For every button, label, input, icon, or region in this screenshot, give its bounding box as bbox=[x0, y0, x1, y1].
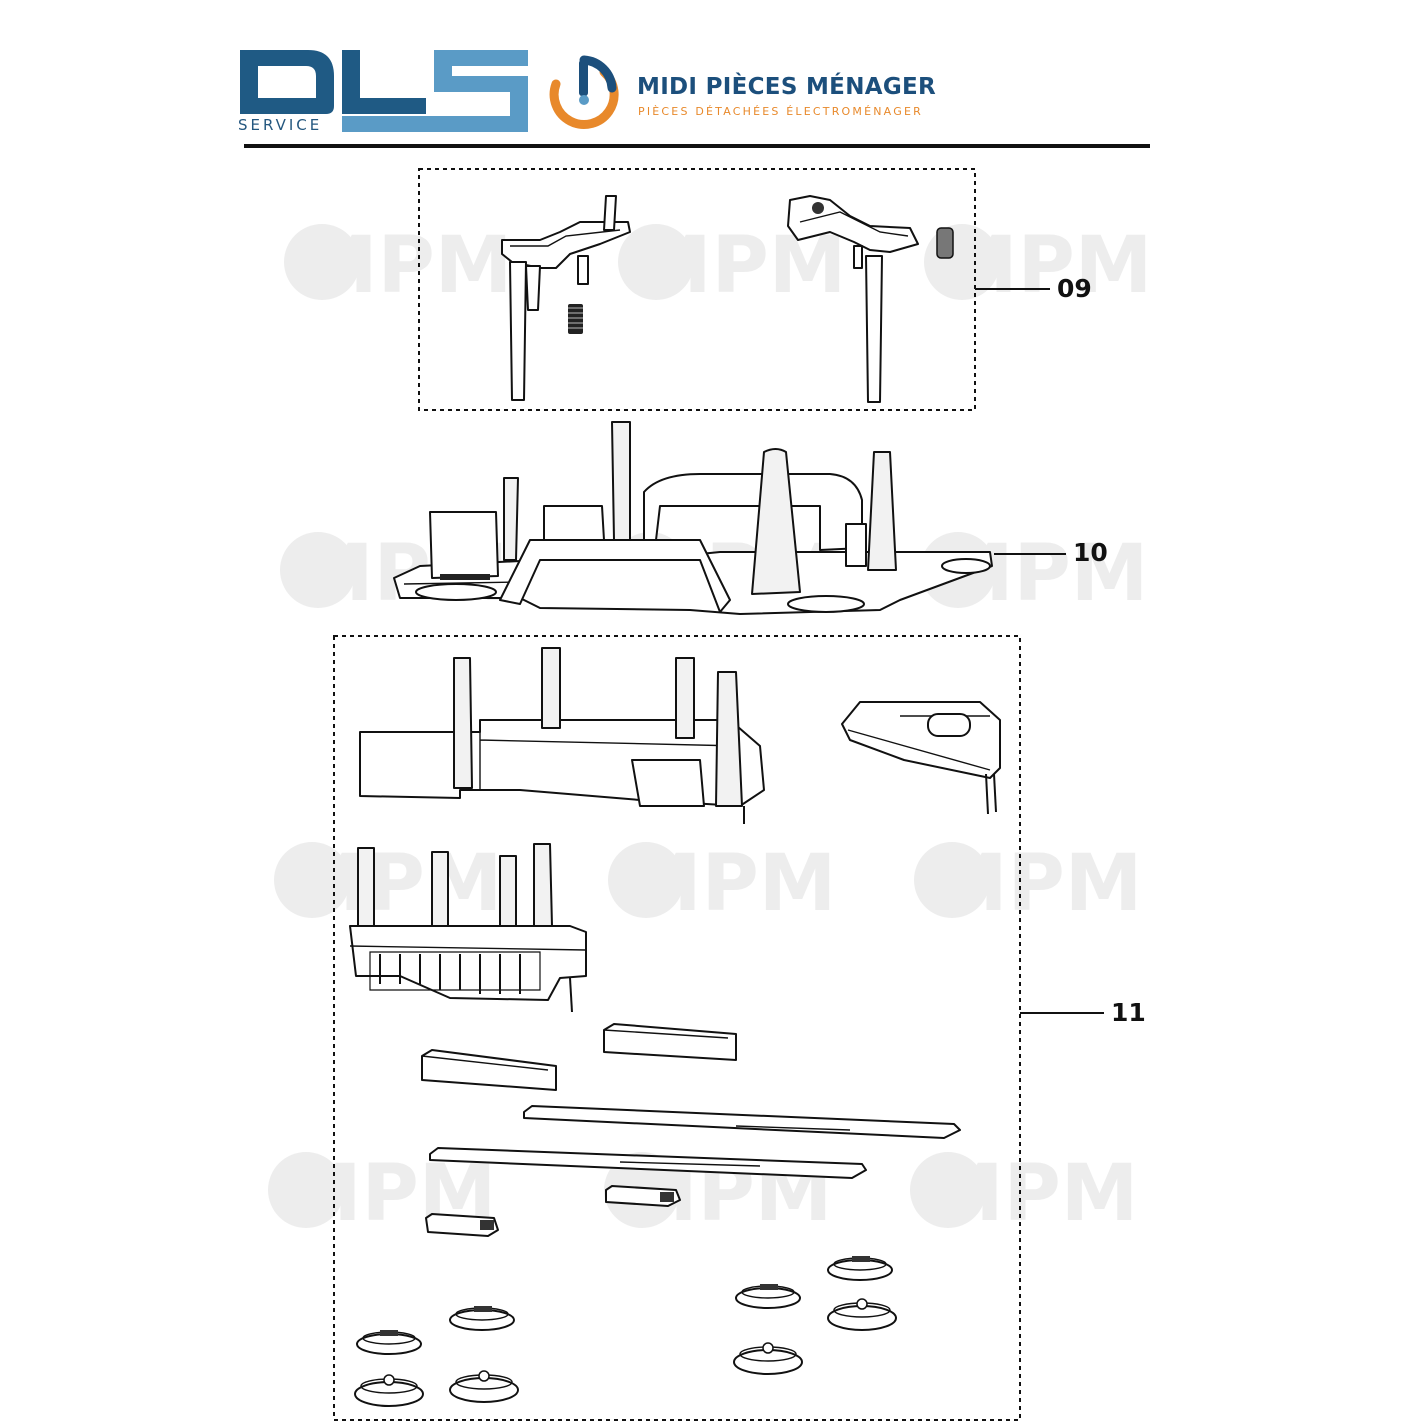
part-10-base bbox=[393, 421, 993, 615]
watermark: MPM bbox=[608, 839, 836, 929]
part-09-right-bracket bbox=[787, 195, 919, 403]
dls-logo bbox=[240, 50, 528, 132]
part-11-lower-housing bbox=[349, 843, 587, 1013]
svg-text:MPM: MPM bbox=[624, 839, 836, 929]
header: SERVICE MIDI PIÈCES MÉNAGER PIÈCES DÉTAC… bbox=[0, 0, 1422, 160]
part-11-strip-2 bbox=[429, 1147, 867, 1179]
part-09-left-bracket bbox=[501, 195, 631, 401]
part-11-bar-1 bbox=[603, 1023, 737, 1061]
svg-text:MPM: MPM bbox=[940, 221, 1152, 311]
part-11-cover bbox=[841, 701, 1001, 815]
dls-service-label: SERVICE bbox=[238, 116, 323, 134]
svg-text:MPM: MPM bbox=[300, 221, 512, 311]
svg-text:MPM: MPM bbox=[926, 1149, 1138, 1239]
foot bbox=[827, 1298, 897, 1331]
part-09-spring bbox=[568, 304, 583, 334]
foot bbox=[449, 1370, 519, 1403]
part-11-clip-2 bbox=[605, 1185, 681, 1207]
part-11-upper-housing bbox=[359, 647, 765, 824]
callout-11-label: 11 bbox=[1111, 998, 1146, 1027]
brand-subtitle: PIÈCES DÉTACHÉES ÉLECTROMÉNAGER bbox=[638, 105, 923, 118]
foot bbox=[449, 1306, 515, 1331]
watermark: MPM bbox=[274, 839, 502, 929]
part-11-bar-2 bbox=[421, 1049, 557, 1091]
watermark: MPM bbox=[924, 221, 1152, 311]
svg-text:MPM: MPM bbox=[930, 839, 1142, 929]
foot bbox=[354, 1374, 424, 1407]
foot bbox=[356, 1330, 422, 1355]
part-09-pin bbox=[936, 227, 954, 259]
mpm-logo-mark bbox=[549, 55, 619, 129]
watermark: MPM bbox=[914, 839, 1142, 929]
callout-10-label: 10 bbox=[1073, 538, 1108, 567]
header-divider bbox=[244, 144, 1150, 148]
watermark: MPM bbox=[910, 1149, 1138, 1239]
part-11-feet bbox=[354, 1256, 897, 1407]
group-09-dashed-frame bbox=[418, 168, 976, 411]
callout-09-label: 09 bbox=[1057, 274, 1092, 303]
foot bbox=[733, 1342, 803, 1375]
brand-title: MIDI PIÈCES MÉNAGER bbox=[637, 74, 937, 100]
group-11-dashed-frame bbox=[333, 635, 1021, 1421]
svg-text:MPM: MPM bbox=[290, 839, 502, 929]
part-11-strip-1 bbox=[523, 1105, 961, 1139]
watermark: MPM bbox=[268, 1149, 496, 1239]
part-11-clip-1 bbox=[425, 1213, 499, 1237]
watermark: MPM bbox=[284, 221, 512, 311]
foot bbox=[735, 1284, 801, 1309]
foot bbox=[827, 1256, 893, 1281]
